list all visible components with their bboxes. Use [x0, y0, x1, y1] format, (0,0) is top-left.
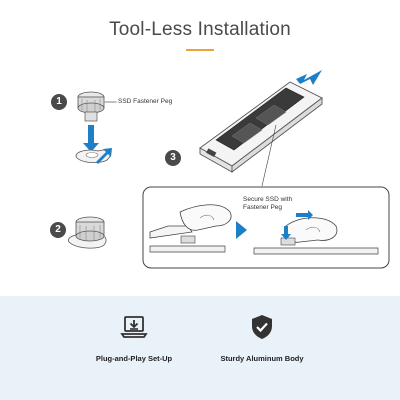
callout-box — [142, 186, 390, 269]
step-1-badge: 1 — [51, 94, 67, 110]
feature-label-plug-and-play: Plug-and-Play Set-Up — [95, 354, 173, 363]
features-band — [0, 296, 400, 400]
page-title: Tool-Less Installation — [109, 19, 291, 40]
shield-check-icon — [247, 312, 277, 342]
feature-label-aluminum-body: Sturdy Aluminum Body — [220, 354, 304, 363]
callout-label-line2: Fastener Peg — [243, 203, 283, 211]
step1-illustration — [75, 91, 116, 164]
title-underline — [186, 49, 214, 51]
step-3-badge: 3 — [165, 150, 181, 166]
laptop-download-icon — [119, 312, 149, 342]
step1-label: SSD Fastener Peg — [118, 98, 173, 105]
callout-label: Secure SSD with Fastener Peg — [243, 196, 292, 212]
feature-plug-and-play: Plug-and-Play Set-Up — [64, 312, 204, 363]
feature-aluminum-body: Sturdy Aluminum Body — [192, 312, 332, 363]
callout-label-line1: Secure SSD with — [243, 196, 293, 203]
step3-enclosure-illustration — [199, 70, 323, 187]
step2-illustration — [68, 216, 107, 249]
step-2-badge: 2 — [50, 222, 66, 238]
